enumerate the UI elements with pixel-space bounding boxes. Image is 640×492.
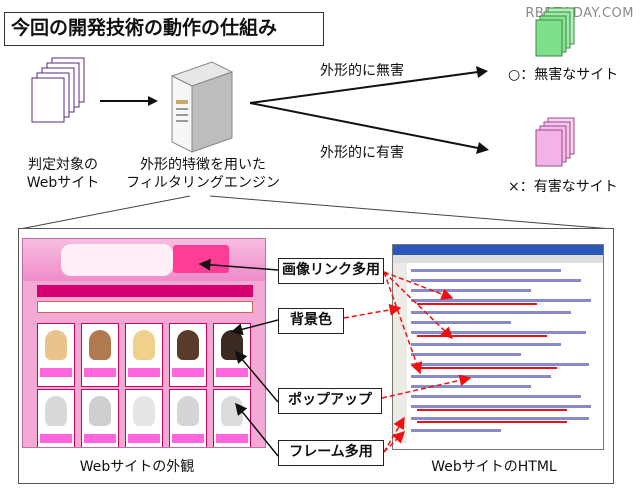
- input-caption-line2: Webサイト: [26, 175, 100, 191]
- editor-menubar: [393, 255, 603, 263]
- code-line: [411, 321, 511, 324]
- profile-thumbnail: [81, 389, 119, 447]
- branch-harmful-label: 外形的に有害: [320, 145, 404, 161]
- code-line: [411, 429, 501, 432]
- profile-thumbnail: [37, 323, 75, 387]
- editor-titlebar: [393, 245, 603, 255]
- site-logo-graphic: [61, 244, 173, 276]
- code-line: [411, 395, 581, 398]
- code-line: [411, 279, 581, 282]
- engine-caption-line2: フィルタリングエンジン: [126, 175, 280, 191]
- engine-caption: 外形的特徴を用いた フィルタリングエンジン: [118, 156, 288, 192]
- harmful-document-stack-icon: [535, 117, 575, 167]
- code-line: [411, 299, 591, 302]
- arrow-to-engine: [100, 96, 158, 106]
- code-line: [411, 353, 521, 356]
- result-harmful-label: ×：有害なサイト: [508, 179, 618, 195]
- callout-popup: ポップアップ: [278, 388, 382, 414]
- callout-image-links: 画像リンク多用: [278, 258, 384, 284]
- arrow-to-harmful: [249, 102, 489, 154]
- code-line: [411, 331, 586, 334]
- profile-thumbnail: [169, 323, 207, 387]
- site-html-caption: WebサイトのHTML: [431, 459, 557, 475]
- result-harmless-label: ○：無害なサイト: [508, 67, 619, 83]
- profile-thumbnail: [37, 389, 75, 447]
- code-line: [411, 289, 531, 292]
- input-document-stack-icon: [31, 57, 85, 123]
- profile-thumbnail: [125, 323, 163, 387]
- website-appearance-screenshot: [22, 238, 266, 448]
- harmless-document-stack-icon: [535, 7, 575, 57]
- html-source-screenshot: [392, 244, 604, 450]
- branch-harmless-label: 外形的に無害: [320, 63, 404, 79]
- code-line: [411, 385, 531, 388]
- zoom-lines: [19, 195, 613, 230]
- diagram-title: 今回の開発技術の動作の仕組み: [4, 12, 324, 46]
- filtering-engine-server-icon: [170, 61, 234, 153]
- site-search-bar: [37, 301, 253, 313]
- callout-background-color: 背景色: [278, 308, 344, 334]
- code-line: [411, 375, 551, 378]
- code-line: [411, 343, 561, 346]
- site-news-bar: [37, 285, 253, 297]
- code-line: [411, 311, 571, 314]
- flow-diagram: [19, 7, 613, 230]
- input-caption-line1: 判定対象の: [28, 157, 98, 173]
- input-caption: 判定対象の Webサイト: [18, 156, 108, 192]
- engine-caption-line1: 外形的特徴を用いた: [140, 157, 266, 173]
- highlight-underline: [417, 409, 567, 411]
- code-line: [411, 269, 561, 272]
- site-appearance-caption: Webサイトの外観: [79, 459, 195, 475]
- highlight-underline: [417, 303, 537, 305]
- callout-frames: フレーム多用: [278, 440, 384, 466]
- highlight-underline: [417, 421, 567, 423]
- profile-thumbnail: [125, 389, 163, 447]
- callout-connectors: [198, 258, 472, 457]
- code-line: [411, 363, 589, 366]
- profile-thumbnail: [81, 323, 119, 387]
- code-line: [411, 417, 589, 420]
- arrow-to-harmless: [249, 66, 488, 104]
- profile-thumbnail: [169, 389, 207, 447]
- highlight-underline: [417, 335, 547, 337]
- highlight-underline: [417, 367, 557, 369]
- code-line: [411, 405, 591, 408]
